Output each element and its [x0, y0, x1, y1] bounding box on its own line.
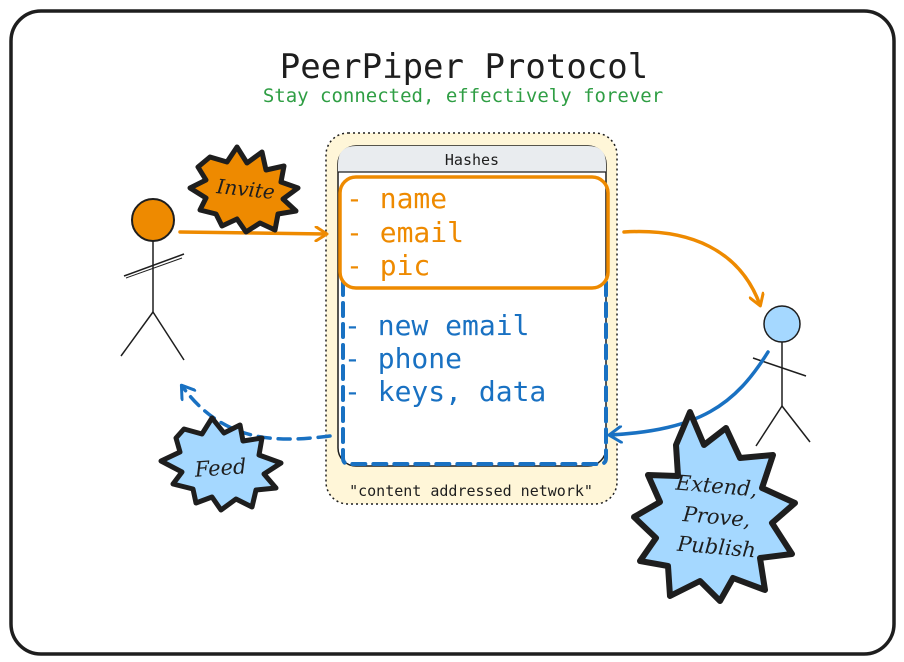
- data-item-phone: - phone: [344, 342, 462, 375]
- network-label: "content addressed network": [349, 482, 593, 500]
- hashes-header: [338, 146, 606, 172]
- feed-badge: Feed: [158, 415, 284, 513]
- profile-item-pic: - pic: [346, 249, 430, 282]
- profile-item-email: - email: [346, 216, 464, 249]
- profile-item-name: - name: [346, 182, 447, 215]
- extend-arrow: [610, 350, 770, 435]
- invite-badge: Invite: [187, 144, 301, 235]
- share-arrow: [622, 229, 760, 305]
- hashes-label: Hashes: [445, 151, 499, 169]
- invite-arrow: [178, 232, 326, 234]
- blue-data-group: [341, 280, 608, 466]
- data-item-keys-data: - keys, data: [344, 375, 546, 408]
- diagram-title: PeerPiper Protocol: [280, 47, 648, 87]
- feed-arrow: [182, 386, 332, 441]
- data-item-new-email: - new email: [344, 309, 529, 342]
- prove-label: Prove,: [681, 502, 752, 532]
- feed-label: Feed: [193, 454, 247, 482]
- diagram-subtitle: Stay connected, effectively forever: [263, 85, 663, 107]
- extend-prove-publish-badge: Extend, Prove, Publish: [631, 409, 798, 604]
- sender-person-icon: [120, 198, 185, 361]
- orange-profile-group: [338, 175, 610, 290]
